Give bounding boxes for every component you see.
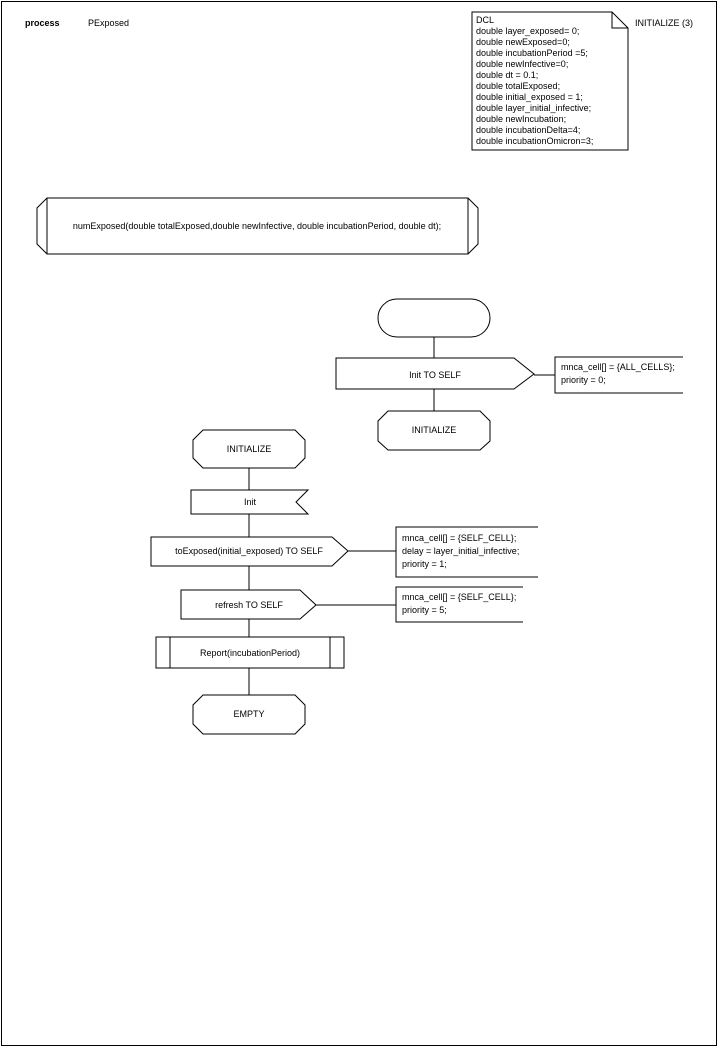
output-comment[interactable]: mnca_cell[] = {ALL_CELLS}; priority = 0; xyxy=(554,356,683,394)
output-to-exposed[interactable]: toExposed(initial_exposed) TO SELF xyxy=(150,536,349,567)
svg-text:mnca_cell[] = {SELF_CELL};: mnca_cell[] = {SELF_CELL}; priority = 5; xyxy=(402,592,519,615)
output-label: refresh TO SELF xyxy=(215,600,283,610)
svg-text:mnca_cell[] = {SELF_CELL};: mnca_cell[] = {SELF_CELL}; delay = layer… xyxy=(402,533,522,569)
state-initialize[interactable]: INITIALIZE xyxy=(192,429,306,469)
output-comment[interactable]: mnca_cell[] = {SELF_CELL}; priority = 5; xyxy=(395,586,523,623)
output-label: Init TO SELF xyxy=(409,370,461,380)
procedure-call-label: Report(incubationPeriod) xyxy=(200,648,300,658)
state-label: INITIALIZE xyxy=(227,444,272,454)
state-initialize-next[interactable]: INITIALIZE xyxy=(377,410,491,451)
dcl-text: DCL double layer_exposed= 0; double newE… xyxy=(476,15,594,146)
output-refresh[interactable]: refresh TO SELF xyxy=(180,589,317,620)
procedure-signature: numExposed(double totalExposed,double ne… xyxy=(73,221,441,231)
process-keyword: process xyxy=(25,18,60,28)
start-symbol[interactable] xyxy=(377,298,491,338)
process-name: PExposed xyxy=(88,18,129,28)
procedure-call-report[interactable]: Report(incubationPeriod) xyxy=(155,636,345,669)
input-label: Init xyxy=(244,497,257,507)
state-label: INITIALIZE xyxy=(412,425,457,435)
output-init-to-self[interactable]: Init TO SELF xyxy=(335,357,535,390)
output-comment[interactable]: mnca_cell[] = {SELF_CELL}; delay = layer… xyxy=(395,526,538,578)
svg-text:mnca_cell[] = {ALL_CELLS};: mnca_cell[] = {ALL_CELLS}; priority = 0; xyxy=(561,362,677,385)
state-label: EMPTY xyxy=(233,709,264,719)
dcl-box[interactable]: DCL double layer_exposed= 0; double newE… xyxy=(471,11,629,151)
output-label: toExposed(initial_exposed) TO SELF xyxy=(175,546,323,556)
procedure-declaration[interactable]: numExposed(double totalExposed,double ne… xyxy=(36,197,479,255)
input-init[interactable]: Init xyxy=(190,489,310,515)
state-empty[interactable]: EMPTY xyxy=(192,694,306,735)
page-label: INITIALIZE (3) xyxy=(635,18,693,28)
